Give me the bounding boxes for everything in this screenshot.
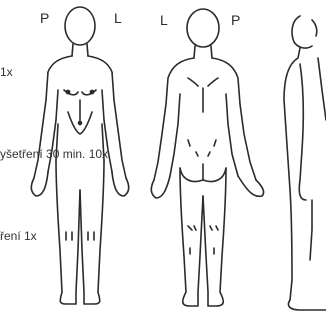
margin-text-line2: yšetření 30 min. 10x bbox=[0, 148, 108, 160]
margin-text-line3: ření 1x bbox=[0, 230, 37, 242]
back-right-side-label: P bbox=[231, 13, 240, 27]
margin-text-line1: 1x bbox=[0, 66, 13, 78]
back-view-figure bbox=[151, 9, 263, 306]
side-view-figure bbox=[284, 16, 326, 310]
front-left-side-label: P bbox=[40, 11, 49, 25]
back-left-side-label: L bbox=[160, 13, 168, 27]
front-right-side-label: L bbox=[114, 11, 122, 25]
